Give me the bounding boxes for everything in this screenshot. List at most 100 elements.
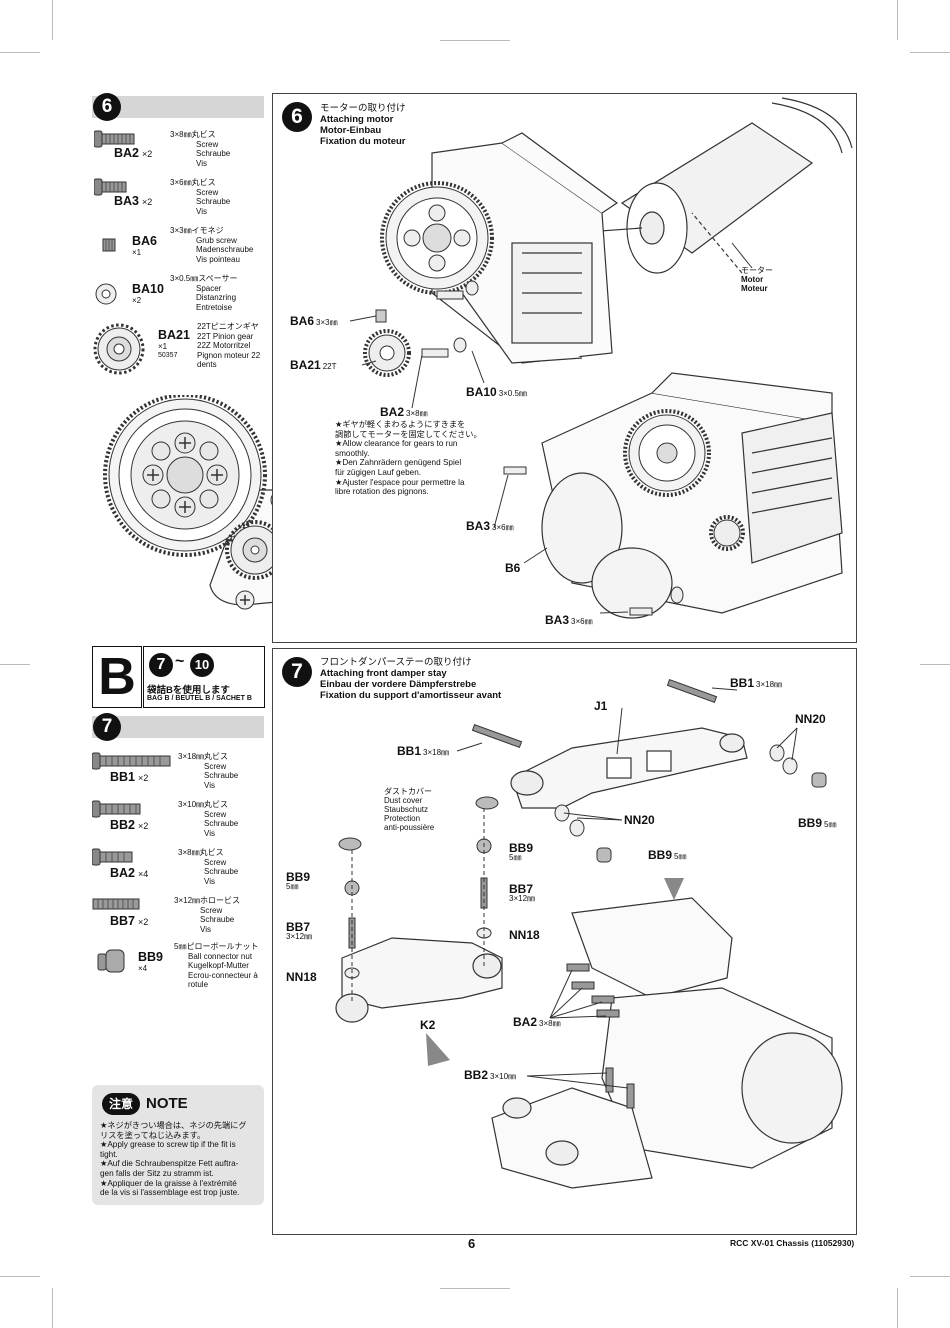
part-desc-line: Ball connector nut	[188, 951, 253, 961]
label-code: BB1	[397, 744, 422, 758]
dust-cover-line: Staubschutz	[384, 805, 429, 814]
label-code: BA2	[513, 1015, 538, 1029]
part-qty: ×2	[142, 197, 153, 207]
part-desc-line: Screw	[196, 187, 219, 197]
note-line: 調節してモーターを固定してください。	[335, 429, 482, 439]
part-desc-line: Pignon moteur 22	[197, 350, 261, 360]
label-size: 3×12㎜	[286, 932, 313, 941]
part-qty: ×2	[138, 917, 149, 927]
part-desc-line: Spacer	[196, 283, 222, 293]
crop-mark	[52, 0, 53, 40]
label-size: 3×8㎜	[539, 1019, 561, 1028]
part-ba2-step7: BA2×4 3×8㎜丸ビス Screw Schraube Vis	[92, 846, 267, 890]
page-number: 6	[468, 1236, 476, 1251]
title-jp: モーターの取り付け	[320, 103, 406, 114]
part-code: BA2	[110, 866, 136, 880]
crop-mark	[0, 1276, 40, 1277]
label-code: BA2	[380, 405, 405, 419]
part-size: 3×12㎜ホロービス	[174, 896, 241, 905]
screw-icon	[92, 752, 171, 770]
part-ba10: BA10 ×2 3×0.5㎜スペーサー Spacer Distanzring E…	[92, 274, 262, 314]
part-desc-line: Schraube	[204, 867, 239, 876]
step6-header-bar	[92, 96, 264, 118]
part-desc-line: Vis pointeau	[196, 254, 240, 264]
motor-assembly-illustration	[349, 97, 853, 619]
label-code: BA3	[545, 613, 570, 627]
part-desc-line: Grub screw	[196, 235, 237, 245]
note-line: ★Appliquer de la graisse à l'extrémité	[100, 1178, 237, 1188]
note-line: ★Allow clearance for gears to run	[335, 439, 458, 449]
label-nn20-left: NN20	[624, 813, 655, 827]
part-bb9: BB9 ×4 5㎜ピローボールナット Ball connector nut Ku…	[92, 942, 267, 992]
part-qty: ×4	[138, 869, 149, 879]
part-desc-line: 22T Pinion gear	[197, 331, 254, 341]
motor-label-jp: モーター	[741, 266, 773, 275]
label-code: BA6	[290, 314, 315, 328]
part-desc-line: Madenschraube	[196, 245, 254, 254]
note-line: libre rotation des pignons.	[335, 487, 429, 497]
label-code: BB9	[648, 848, 673, 862]
bag-b-box: 7 ~ 10 袋詰Bを使用します BAG B / BEUTEL B / SACH…	[143, 646, 265, 708]
bag-b-text-jp: 袋詰Bを使用します	[147, 685, 230, 696]
label-size: 3×6㎜	[571, 617, 593, 626]
part-size: 3×6㎜丸ビス	[170, 178, 216, 187]
note-line: de la vis si l'assemblage est trop juste…	[100, 1188, 240, 1198]
label-code: BB9	[286, 870, 311, 884]
label-j1: J1	[594, 699, 608, 713]
label-size: 22T	[322, 362, 337, 371]
part-qty: ×2	[132, 296, 142, 305]
note-line: für zügigen Lauf geben.	[335, 467, 422, 477]
label-code: BA3	[466, 519, 491, 533]
part-desc-line: Entretoise	[196, 302, 233, 312]
note-line: ★Ajuster l'espace pour permettre la	[335, 477, 465, 487]
label-size: 3×18㎜	[756, 680, 783, 689]
title-en: Attaching motor	[320, 114, 394, 125]
part-qty: ×2	[142, 149, 153, 159]
label-size: 5㎜	[674, 852, 687, 861]
part-desc-line: Distanzring	[196, 293, 237, 302]
title-fr: Fixation du support d'amortisseur avant	[320, 690, 502, 701]
part-ba2: BA2×2 3×8㎜丸ビス Screw Schraube Vis	[92, 128, 262, 170]
crop-mark	[440, 40, 510, 41]
bag-b-text-en: BAG B / BEUTEL B / SACHET B	[147, 695, 252, 702]
part-desc-line: Ecrou-connecteur à	[188, 970, 258, 980]
part-desc-line: Schraube	[196, 149, 231, 158]
step7-number-badge: 7	[93, 713, 121, 741]
step7-panel-number: 7	[282, 657, 312, 687]
part-desc-line: Schraube	[204, 819, 239, 828]
part-size: 3×0.5㎜スペーサー	[170, 274, 238, 283]
part-bb7: BB7×2 3×12㎜ホロービス Screw Schraube Vis	[92, 894, 267, 938]
range-to-badge: 10	[190, 653, 214, 677]
gear-clearance-note: ★ギヤが軽くまわるようにすきまを 調節してモーターを固定してください。 ★All…	[335, 420, 495, 497]
part-qty: ×4	[138, 964, 148, 973]
part-desc-line: Vis	[196, 206, 207, 216]
note-line: ★Den Zahnrädern genügend Spiel	[335, 458, 462, 468]
caution-badge: 注意	[102, 1093, 140, 1115]
label-code: BA21	[290, 358, 321, 372]
crop-mark	[897, 1288, 898, 1328]
part-desc-line: Screw	[204, 857, 227, 867]
label-size: 3×6㎜	[492, 523, 514, 532]
crop-mark	[910, 52, 950, 53]
screw-icon	[94, 178, 127, 196]
part-bb2: BB2×2 3×10㎜丸ビス Screw Schraube Vis	[92, 798, 267, 842]
grub-screw-icon	[102, 238, 116, 252]
motor-label-en: Motor	[741, 275, 764, 284]
motor-label-fr: Moteur	[741, 284, 768, 293]
crop-mark	[920, 664, 950, 665]
part-desc-line: Vis	[204, 876, 215, 886]
label-b6: B6	[505, 561, 521, 575]
part-desc-line: Vis	[204, 780, 215, 790]
label-code: BB7	[286, 920, 311, 934]
part-qty: ×1	[132, 248, 142, 257]
part-size: 3×10㎜丸ビス	[178, 800, 229, 809]
note-line: smoothly.	[335, 448, 370, 458]
label-size: 3×3㎜	[316, 318, 338, 327]
